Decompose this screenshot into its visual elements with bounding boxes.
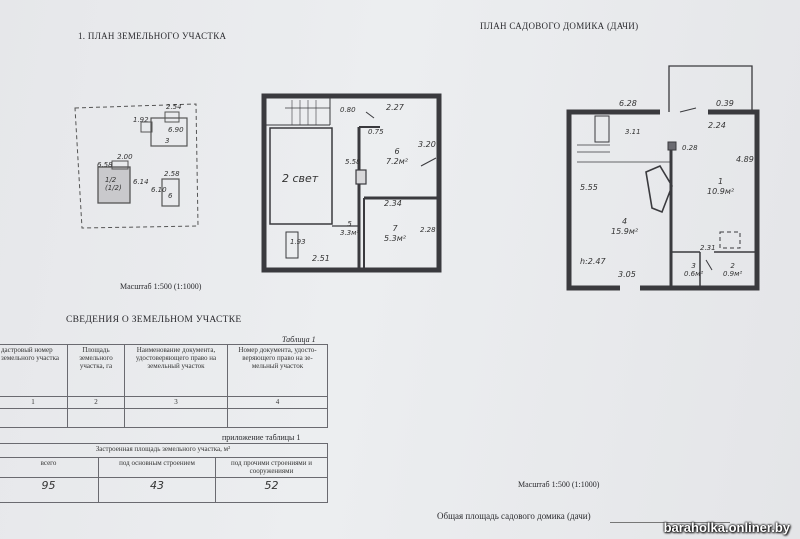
floor1-dim-label: 4.89	[736, 155, 754, 164]
built-area-total-value: 95	[0, 477, 99, 503]
watermark: baraholka.onliner.by	[663, 520, 790, 535]
double-height-label: 2 свет	[282, 172, 319, 185]
floor1-dim-label: 3.11	[625, 128, 641, 136]
site-dim-label: 2.58	[164, 170, 180, 178]
floor1-dim-label: 5.55	[580, 183, 598, 192]
table-header-document: Наименование документа, удостоверяющего …	[124, 344, 228, 397]
appendix-label: приложение таблицы 1	[222, 433, 301, 442]
site-plan	[74, 103, 199, 229]
house-plan-heading: ПЛАН САДОВОГО ДОМИКА (ДАЧИ)	[480, 21, 639, 31]
floor2-dim-label: 1.93	[290, 238, 306, 246]
floor1-dim-label: 0.28	[682, 144, 698, 152]
floor1-dim-label: 0.39	[716, 99, 734, 108]
site-dim-label: 6.58	[97, 161, 113, 169]
built-area-title: Застроенная площадь земельного участка, …	[0, 442, 328, 459]
site-dim-label: 3	[165, 137, 170, 145]
total-area-label: Общая площадь садового домика (дачи)	[437, 511, 591, 521]
floor2-dim-label: 0.80	[340, 106, 356, 114]
room-4-label: 4 15.9м²	[611, 217, 639, 236]
built-area-table: Застроенная площадь земельного участка, …	[0, 442, 328, 503]
room-2-label: 2 0.9м²	[723, 262, 743, 278]
table-header-doc-number: Номер документа, удосто- веряющего право…	[227, 344, 328, 397]
room-7-label: 7 5.3м²	[384, 224, 406, 243]
table-label: Таблица 1	[282, 335, 316, 344]
floor2-dim-label: 2.34	[384, 199, 402, 208]
built-area-other-value: 52	[215, 477, 328, 503]
site-dim-label: 2.00	[117, 153, 133, 161]
second-floor-plan	[261, 93, 442, 273]
site-dim-label: 6.90	[168, 126, 184, 134]
ceiling-height-label: h:2.47	[580, 257, 606, 266]
floor1-dim-label: 2.24	[708, 121, 726, 130]
floor1-dim-label: 2.31	[700, 244, 716, 252]
table-cell	[227, 407, 328, 429]
land-plan-heading: 1. ПЛАН ЗЕМЕЛЬНОГО УЧАСТКА	[78, 31, 227, 41]
floor2-dim-label: 3.20	[418, 140, 436, 149]
floor2-dim-label: 0.75	[368, 128, 384, 136]
floor2-dim-label: 2.27	[386, 103, 404, 112]
site-building-number: 6	[168, 192, 173, 200]
floor2-dim-label: 2.28	[420, 226, 436, 234]
room-3-label: 3 0.6м²	[684, 262, 704, 278]
floor2-dim-label: 2.51	[312, 254, 330, 263]
room-6-label: 6 7.2м²	[386, 147, 408, 166]
site-dim-label: 6.10	[151, 186, 167, 194]
site-dim-label: 6.14	[133, 178, 149, 186]
site-dim-label: 2.54	[166, 103, 182, 111]
built-area-main-value: 43	[98, 477, 216, 503]
table-header-area: Площадь земельного участка, га	[67, 344, 125, 397]
land-info-heading: СВЕДЕНИЯ О ЗЕМЕЛЬНОМ УЧАСТКЕ	[66, 315, 242, 325]
scale-left: Масштаб 1:500 (1:1000)	[120, 282, 202, 291]
floor1-dim-label: 3.05	[618, 270, 636, 279]
floor1-dim-label: 6.28	[619, 99, 637, 108]
site-dim-label: 1.92	[133, 116, 149, 124]
total-area-line	[610, 522, 730, 523]
room-5-label: 5 3.3м²	[340, 220, 360, 237]
table-header-cadastral: дастровый номер земельного участка	[0, 344, 68, 397]
site-building-label: 1/2 (1/2)	[105, 176, 122, 192]
floor2-dim-label: 5.58	[345, 158, 361, 166]
ground-floor-plan	[566, 65, 760, 291]
room-1-label: 1 10.9м²	[707, 177, 735, 196]
scale-right: Масштаб 1:500 (1:1000)	[518, 480, 600, 489]
land-info-table: дастровый номер земельного участка Площа…	[0, 344, 328, 429]
